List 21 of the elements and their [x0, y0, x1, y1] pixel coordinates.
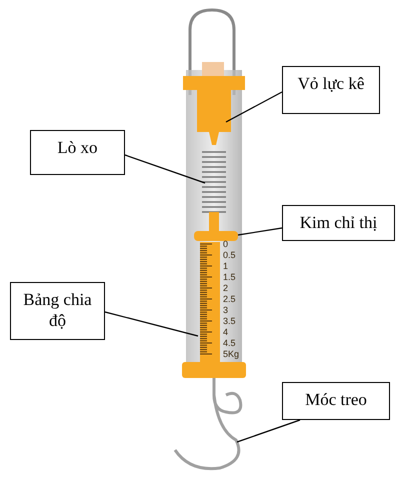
scale-number: 0.5: [223, 250, 236, 260]
scale-number: 2: [223, 283, 228, 293]
scale-number: 3.5: [223, 316, 236, 326]
callout-box: Lò xo: [30, 130, 125, 175]
callout-box: Móc treo: [282, 382, 390, 420]
scale-number: 1.5: [223, 272, 236, 282]
scale-number: 4: [223, 327, 228, 337]
scale-number: 4.5: [223, 338, 236, 348]
leader-line: [124, 154, 206, 184]
callout-box: Vỏ lực kê: [282, 66, 380, 114]
scale-number: 5Kg: [223, 349, 240, 359]
scale-number: 1: [223, 261, 228, 271]
leader-line: [238, 227, 282, 236]
scale-number: 0: [223, 239, 228, 249]
scale-number: 2.5: [223, 294, 236, 304]
leader-line: [236, 419, 300, 443]
callout-box: Kim chỉ thị: [282, 205, 395, 241]
leader-line: [226, 91, 282, 123]
leader-line: [104, 311, 198, 337]
callout-box: Bảng chia độ: [10, 282, 105, 340]
scale-number: 3: [223, 305, 228, 315]
